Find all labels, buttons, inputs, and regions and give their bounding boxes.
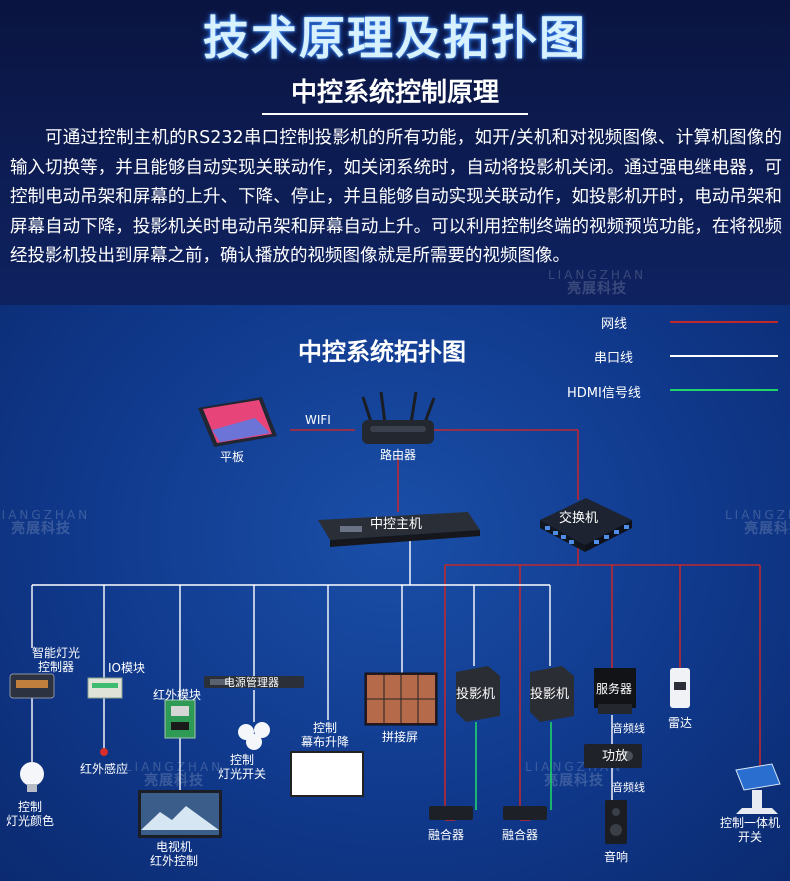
fusion-label-1: 融合器 — [428, 828, 465, 842]
speaker-icon — [605, 800, 627, 844]
ir-sensor-icon — [100, 748, 108, 756]
projector-label-2: 投影机 — [530, 687, 570, 702]
switch-label: 交换机 — [559, 511, 599, 526]
light-controller-label: 智能灯光 控制器 — [32, 646, 81, 674]
fusion-device-icon — [429, 806, 473, 820]
kiosk-label: 控制一体机 开关 — [720, 816, 781, 844]
amplifier-icon — [584, 744, 642, 768]
watermark-cn: 亮展科技 — [144, 773, 205, 789]
watermark-en: LIANGZHAN — [125, 760, 224, 774]
tablet-label: 平板 — [220, 450, 245, 464]
bulbs-icon — [238, 722, 270, 750]
network-lines — [290, 429, 761, 821]
io-module-label: IO模块 — [108, 661, 145, 675]
speaker-label: 音响 — [604, 850, 629, 864]
radar-label: 雷达 — [668, 716, 693, 730]
switch-icon — [540, 498, 632, 552]
legend-label-serial: 串口线 — [594, 351, 634, 366]
router-label: 路由器 — [380, 448, 417, 462]
server-label: 服务器 — [596, 682, 633, 696]
light-color-label: 控制 灯光颜色 — [6, 800, 55, 828]
watermark-en: LIANGZHAN — [548, 268, 647, 282]
ir-module-icon — [164, 699, 196, 739]
ir-module-label: 红外模块 — [153, 688, 202, 702]
sub-title: 中控系统控制原理 — [290, 78, 499, 108]
main-title: 技术原理及拓扑图 — [203, 11, 587, 65]
bulb-icon — [20, 762, 44, 792]
watermark-cn: 亮展科技 — [544, 773, 605, 789]
tv-label: 电视机 红外控制 — [150, 840, 199, 868]
legend-label-network: 网线 — [601, 317, 628, 332]
router-icon — [361, 391, 436, 444]
watermark-cn: 亮展科技 — [11, 521, 72, 537]
legend-label-hdmi: HDMI信号线 — [567, 386, 641, 401]
audio-line-label-1: 音频线 — [612, 722, 645, 735]
amp-label: 功放 — [602, 749, 629, 764]
fusion-device-icon — [503, 806, 547, 820]
serial-lines — [31, 540, 613, 800]
radar-icon — [670, 668, 690, 708]
splice-screen-icon — [364, 672, 438, 726]
principle-paragraph: 可通过控制主机的RS232串口控制投影机的所有功能，如开/关机和对视频图像、计算… — [10, 128, 782, 266]
watermark-cn: 亮展科技 — [744, 521, 790, 537]
projector-icon — [456, 666, 500, 722]
light-switch-label: 控制 灯光开关 — [218, 753, 267, 781]
hdmi-lines — [475, 722, 552, 810]
power-manager-label: 电源管理器 — [224, 676, 279, 689]
server-icon — [594, 668, 636, 714]
sub-title-underline — [262, 113, 528, 115]
kiosk-icon — [735, 763, 781, 814]
audio-line-label-2: 音频线 — [612, 781, 645, 794]
watermark-cn: 亮展科技 — [567, 281, 628, 297]
power-manager-icon — [204, 676, 304, 688]
central-host-icon — [318, 512, 480, 547]
projector-label-1: 投影机 — [456, 687, 496, 702]
tv-icon — [138, 790, 222, 838]
projector-icon — [530, 666, 574, 722]
watermark-en: LIANGZHAN — [725, 508, 790, 522]
light-controller-icon — [9, 673, 55, 699]
screen-lift-label: 控制 幕布升降 — [301, 721, 350, 749]
projection-screen-icon — [290, 751, 364, 797]
diagram-panel — [0, 305, 790, 881]
ir-sense-label: 红外感应 — [80, 762, 129, 776]
fusion-label-2: 融合器 — [502, 828, 539, 842]
wifi-label: WIFI — [305, 413, 331, 427]
io-module-icon — [87, 677, 123, 699]
intro-panel — [0, 0, 790, 305]
diagram-title: 中控系统拓扑图 — [298, 338, 466, 366]
watermark-en: LIANGZHAN — [0, 508, 91, 522]
tablet-icon — [198, 397, 277, 447]
host-label: 中控主机 — [370, 517, 423, 532]
splice-label: 拼接屏 — [382, 730, 419, 744]
